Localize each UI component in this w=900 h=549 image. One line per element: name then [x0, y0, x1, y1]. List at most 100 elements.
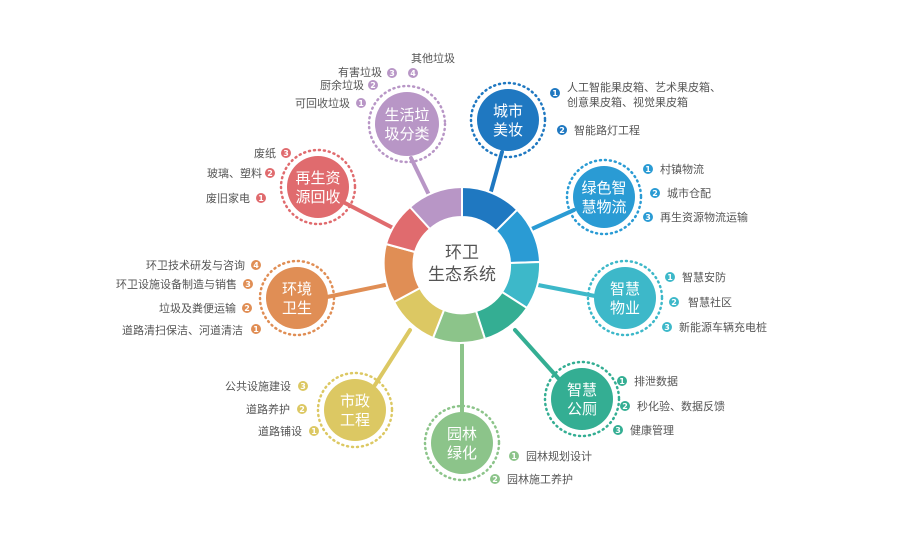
svg-text:2: 2	[671, 298, 677, 307]
svg-text:4: 4	[410, 69, 416, 78]
svg-text:慧物流: 慧物流	[581, 198, 626, 216]
svg-text:创意果皮箱、视觉果皮箱: 创意果皮箱、视觉果皮箱	[567, 95, 688, 109]
svg-text:圾分类: 圾分类	[384, 125, 429, 143]
node-garbage-sorting[interactable]: 生活垃 圾分类	[367, 84, 447, 164]
municipal-items: 公共设施建设 3 道路养护 2 道路铺设 1	[225, 379, 319, 438]
city-beautify-items: 1 人工智能果皮箱、艺术果皮箱、 创意果皮箱、视觉果皮箱 2 智能路灯工程	[550, 80, 721, 137]
landscaping-items: 1 园林规划设计 2 园林施工养护	[490, 449, 592, 486]
node-landscaping[interactable]: 园林 绿化	[423, 404, 501, 482]
svg-text:1: 1	[619, 377, 625, 386]
svg-text:3: 3	[615, 426, 621, 435]
svg-text:3: 3	[283, 149, 289, 158]
svg-text:卫生: 卫生	[282, 299, 312, 317]
badge-icon	[387, 68, 397, 78]
svg-text:生活垃: 生活垃	[384, 106, 429, 124]
svg-text:再生资源物流运输: 再生资源物流运输	[660, 210, 748, 224]
center-ring	[382, 185, 542, 344]
node-green-logistics[interactable]: 绿色智 慧物流	[565, 158, 643, 236]
svg-text:秒化验、数据反馈: 秒化验、数据反馈	[637, 399, 725, 413]
svg-text:其他垃圾: 其他垃圾	[411, 51, 455, 65]
badge-icon	[613, 425, 623, 435]
svg-text:3: 3	[300, 382, 306, 391]
center-title-line1: 环卫	[445, 243, 479, 263]
svg-text:公共设施建设: 公共设施建设	[225, 379, 291, 393]
svg-text:1: 1	[667, 273, 673, 282]
svg-text:城市: 城市	[493, 102, 523, 120]
svg-text:智慧: 智慧	[610, 280, 640, 298]
svg-text:1: 1	[253, 325, 259, 334]
badge-icon	[509, 451, 519, 461]
smart-toilet-items: 1 排泄数据 2 秒化验、数据反馈 3 健康管理	[613, 374, 725, 437]
svg-text:1: 1	[552, 89, 558, 98]
svg-text:垃圾及粪便运输: 垃圾及粪便运输	[159, 301, 236, 315]
badge-icon	[650, 188, 660, 198]
svg-text:园林: 园林	[447, 425, 477, 443]
svg-text:工程: 工程	[340, 411, 370, 429]
badge-icon	[298, 381, 308, 391]
svg-text:公厕: 公厕	[567, 400, 597, 418]
svg-text:2: 2	[370, 81, 376, 90]
node-smart-toilet[interactable]: 智慧 公厕	[543, 360, 621, 438]
badge-icon	[617, 376, 627, 386]
svg-text:1: 1	[311, 427, 317, 436]
badge-icon	[297, 404, 307, 414]
badge-icon	[243, 279, 253, 289]
svg-text:环卫设施设备制造与销售: 环卫设施设备制造与销售	[116, 277, 237, 291]
node-sanitation[interactable]: 环境 卫生	[258, 259, 336, 337]
node-city-beautify[interactable]: 城市 美妆	[469, 81, 547, 159]
svg-text:市政: 市政	[340, 392, 370, 410]
node-recycling[interactable]: 再生资 源回收	[279, 148, 357, 226]
svg-text:2: 2	[492, 475, 498, 484]
recycling-items: 废纸 3 玻璃、塑料 2 废旧家电 1	[206, 146, 291, 205]
svg-text:再生资: 再生资	[295, 169, 340, 187]
svg-text:园林规划设计: 园林规划设计	[526, 449, 592, 463]
node-smart-property[interactable]: 智慧 物业	[586, 259, 664, 337]
badge-icon	[643, 212, 653, 222]
svg-text:环卫技术研发与咨询: 环卫技术研发与咨询	[146, 258, 245, 272]
svg-text:2: 2	[622, 402, 628, 411]
badge-icon	[665, 272, 675, 282]
svg-text:智慧: 智慧	[567, 381, 597, 399]
svg-text:3: 3	[645, 213, 651, 222]
svg-text:3: 3	[245, 280, 251, 289]
badge-icon	[256, 193, 266, 203]
svg-text:智能路灯工程: 智能路灯工程	[574, 123, 640, 137]
svg-text:物业: 物业	[610, 299, 640, 317]
svg-text:玻璃、塑料: 玻璃、塑料	[207, 166, 262, 180]
svg-text:2: 2	[299, 405, 305, 414]
svg-text:智慧社区: 智慧社区	[688, 295, 732, 309]
badge-icon	[408, 68, 418, 78]
svg-text:4: 4	[253, 261, 259, 270]
smart-property-items: 1 智慧安防 2 智慧社区 3 新能源车辆充电桩	[662, 270, 767, 334]
svg-text:排泄数据: 排泄数据	[634, 374, 678, 388]
connectors	[325, 150, 597, 414]
badge-icon	[265, 168, 275, 178]
svg-text:2: 2	[652, 189, 658, 198]
center-title-line2: 生态系统	[428, 265, 496, 285]
badge-icon	[309, 426, 319, 436]
badge-icon	[662, 322, 672, 332]
garbage-sorting-items: 可回收垃圾 1 厨余垃圾 2 有害垃圾 3 其他垃圾 4	[295, 51, 455, 110]
badge-icon	[557, 125, 567, 135]
svg-text:环境: 环境	[282, 280, 312, 298]
svg-text:1: 1	[511, 452, 517, 461]
badge-icon	[356, 98, 366, 108]
badge-icon	[251, 260, 261, 270]
svg-text:道路养护: 道路养护	[246, 402, 290, 416]
svg-text:可回收垃圾: 可回收垃圾	[295, 96, 350, 110]
svg-text:源回收: 源回收	[295, 188, 340, 206]
svg-text:1: 1	[258, 194, 264, 203]
badge-icon	[643, 164, 653, 174]
badge-icon	[251, 324, 261, 334]
green-logistics-items: 1 村镇物流 2 城市仓配 3 再生资源物流运输	[643, 162, 748, 224]
svg-text:废纸: 废纸	[254, 146, 276, 160]
badge-icon	[368, 80, 378, 90]
svg-text:城市仓配: 城市仓配	[667, 186, 711, 200]
svg-text:1: 1	[358, 99, 364, 108]
svg-text:2: 2	[267, 169, 273, 178]
svg-text:2: 2	[559, 126, 565, 135]
node-municipal[interactable]: 市政 工程	[316, 371, 394, 449]
svg-text:道路清扫保洁、河道清洁: 道路清扫保洁、河道清洁	[122, 323, 243, 337]
badge-icon	[620, 401, 630, 411]
